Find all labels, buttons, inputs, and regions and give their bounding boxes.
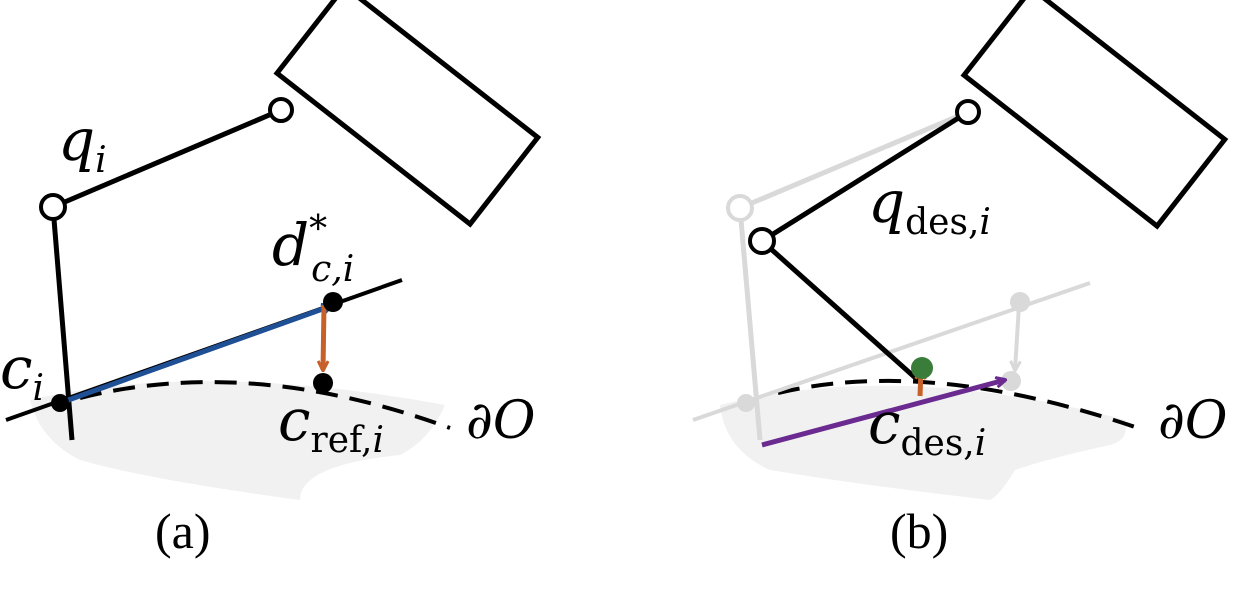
link-upper <box>760 109 970 244</box>
joint-base <box>39 193 67 221</box>
panel-b: qdes,i cdes,i ∂O (b) <box>692 0 1229 559</box>
joint-wrist <box>268 97 294 123</box>
object-boundary <box>777 378 1139 430</box>
object-region <box>720 385 1126 500</box>
label-c-des: cdes,i <box>868 389 986 464</box>
label-c-ref: cref,i <box>278 386 384 461</box>
label-boundary-a: ∂O <box>466 391 536 451</box>
faded-point-c <box>737 394 755 412</box>
faded-link-lower <box>737 207 763 441</box>
panel-a: qi d*c,i ci cref,i ∂O (a) <box>0 0 542 559</box>
caption-b: (b) <box>890 503 948 559</box>
joint-wrist <box>955 99 981 125</box>
point-c-i <box>51 394 69 412</box>
object-boundary <box>79 380 451 430</box>
faded-joint-base <box>726 194 754 222</box>
label-boundary-b: ∂O <box>1158 391 1228 451</box>
label-c-i: ci <box>0 334 44 409</box>
end-effector-block <box>273 0 542 228</box>
faded-point-d <box>1010 292 1030 312</box>
faded-projection-arrow <box>1015 304 1019 370</box>
contact-displacement-arrow <box>59 306 331 406</box>
point-c-ref <box>313 373 333 393</box>
projection-arrow <box>323 304 324 370</box>
end-effector-block <box>960 0 1229 230</box>
link-upper <box>52 107 282 210</box>
joint-base <box>748 227 776 255</box>
link-lower <box>760 239 922 384</box>
caption-a: (a) <box>155 503 211 559</box>
object-region <box>30 381 445 500</box>
label-q-i: qi <box>58 106 107 181</box>
point-d-star <box>323 292 343 312</box>
faded-link-upper <box>739 109 969 211</box>
label-d-star: d*c,i <box>272 209 354 290</box>
label-q-des: qdes,i <box>868 168 991 243</box>
point-c-des <box>911 357 933 379</box>
desired-displacement-arrow <box>761 380 1005 448</box>
